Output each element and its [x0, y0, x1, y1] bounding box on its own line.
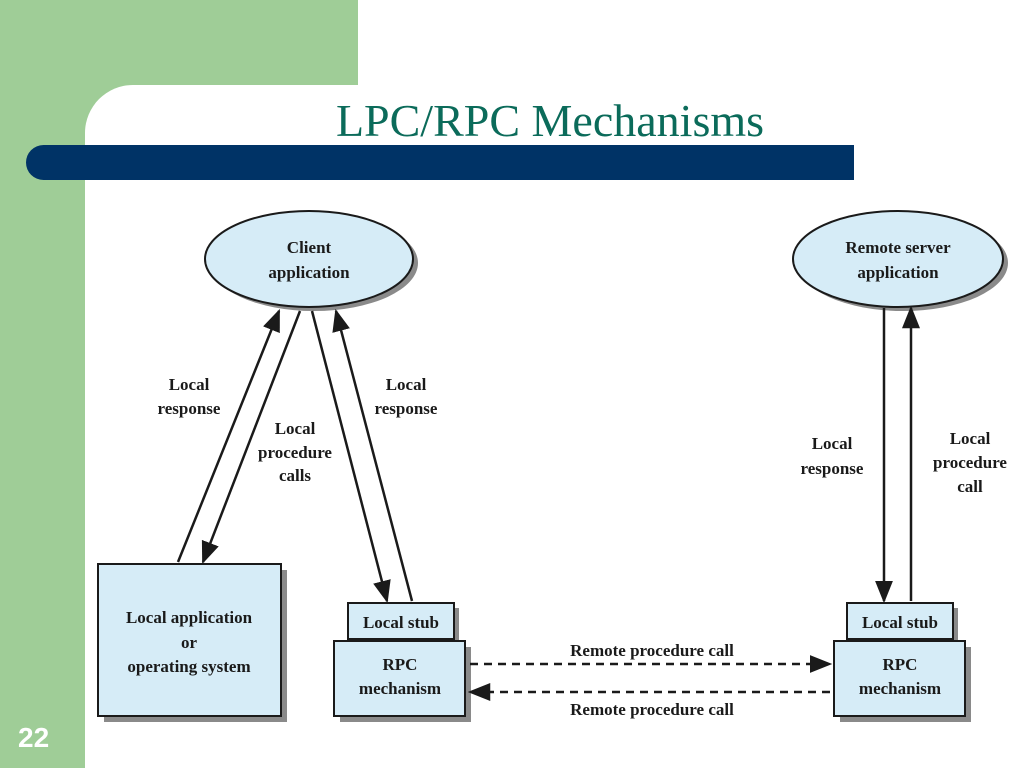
local-application-node: Local application or operating system: [97, 563, 287, 722]
slide-title: LPC/RPC Mechanisms: [335, 95, 765, 146]
client-rpc-mechanism-label-1: RPC: [383, 655, 418, 674]
remote-server-application-label-2: application: [857, 263, 939, 282]
remote-server-application-node: Remote server application: [792, 210, 1008, 311]
client-local-stub-label: Local stub: [363, 613, 439, 632]
local-application-box: [97, 563, 282, 717]
label-mid-response-2: response: [375, 399, 438, 418]
server-rpc-mechanism-label-1: RPC: [883, 655, 918, 674]
client-rpc-mechanism-node: RPC mechanism: [333, 640, 471, 722]
label-right-response-2: response: [801, 459, 864, 478]
client-local-stub-node: Local stub: [347, 602, 459, 644]
edge-local-response-left: [176, 308, 281, 563]
remote-server-application-ellipse: [792, 210, 1004, 308]
label-right-response-1: Local: [812, 434, 853, 453]
label-left-calls-3: calls: [279, 466, 311, 485]
remote-server-application-label-1: Remote server: [845, 238, 951, 257]
local-application-label-1: Local application: [126, 608, 253, 627]
client-application-label-2: application: [268, 263, 350, 282]
server-local-stub-node: Local stub: [846, 602, 958, 644]
label-right-call-2: procedure: [933, 453, 1007, 472]
client-application-ellipse: [204, 210, 414, 308]
edge-local-procedure-calls-left: [201, 310, 302, 565]
label-right-call-3: call: [957, 477, 983, 496]
server-local-stub-box: [846, 602, 954, 640]
client-rpc-mechanism-label-2: mechanism: [359, 679, 441, 698]
label-left-response-2: response: [158, 399, 221, 418]
server-rpc-mechanism-node: RPC mechanism: [833, 640, 971, 722]
local-application-label-2: or: [181, 633, 198, 652]
client-rpc-mechanism-box: [333, 640, 466, 717]
server-rpc-mechanism-label-2: mechanism: [859, 679, 941, 698]
client-application-label-1: Client: [287, 238, 332, 257]
client-application-node: Client application: [204, 210, 418, 311]
label-left-response-1: Local: [169, 375, 210, 394]
label-left-calls-1: Local: [275, 419, 316, 438]
label-rpc-call-top: Remote procedure call: [570, 641, 734, 660]
title-bar: [26, 145, 854, 180]
label-right-call-1: Local: [950, 429, 991, 448]
label-mid-response-1: Local: [386, 375, 427, 394]
client-local-stub-box: [347, 602, 455, 640]
server-local-stub-label: Local stub: [862, 613, 938, 632]
slide-number: 22: [18, 722, 50, 753]
edge-local-procedure-calls-stub: [310, 310, 391, 604]
server-rpc-mechanism-box: [833, 640, 966, 717]
label-left-calls-2: procedure: [258, 443, 332, 462]
local-application-label-3: operating system: [127, 657, 250, 676]
label-rpc-call-bottom: Remote procedure call: [570, 700, 734, 719]
edge-local-response-stub: [332, 308, 414, 602]
